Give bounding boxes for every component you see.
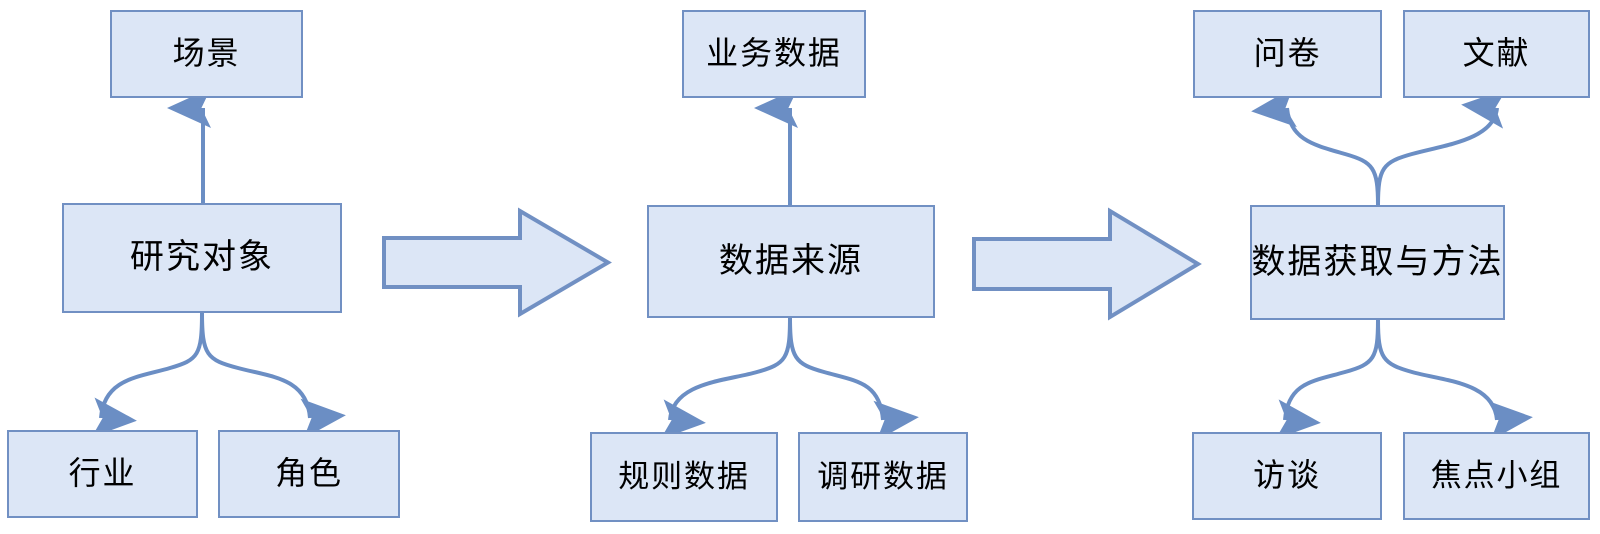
connector-data-source-to-rule-data (660, 317, 792, 440)
node-label: 场景 (172, 35, 241, 72)
node-research-subject[interactable]: 研究对象 (62, 203, 342, 313)
node-industry[interactable]: 行业 (7, 430, 198, 518)
node-rule-data[interactable]: 规则数据 (590, 432, 778, 522)
connector-data-acquisition-to-literature (1376, 88, 1507, 206)
node-interview[interactable]: 访谈 (1192, 432, 1382, 520)
node-scene[interactable]: 场景 (110, 10, 303, 98)
node-label: 数据来源 (718, 241, 864, 280)
node-label: 规则数据 (618, 458, 750, 494)
node-focus-group[interactable]: 焦点小组 (1403, 432, 1590, 520)
node-questionnaire[interactable]: 问卷 (1193, 10, 1382, 98)
node-label: 业务数据 (706, 35, 842, 72)
node-role[interactable]: 角色 (218, 430, 400, 518)
connector-data-acquisition-to-focus-group (1376, 319, 1533, 441)
node-label: 焦点小组 (1430, 457, 1563, 493)
connector-data-source-to-survey-data (788, 317, 919, 441)
connector-data-acquisition-to-questionnaire (1251, 87, 1380, 206)
node-label: 数据获取与方法 (1251, 242, 1504, 281)
node-label: 访谈 (1253, 457, 1321, 494)
node-label: 调研数据 (817, 458, 949, 494)
node-data-source[interactable]: 数据来源 (647, 205, 935, 318)
connector-research-subject-to-role (200, 312, 346, 439)
node-survey-data[interactable]: 调研数据 (798, 432, 968, 522)
node-label: 问卷 (1253, 35, 1322, 72)
node-label: 角色 (275, 455, 343, 492)
node-label: 研究对象 (129, 238, 275, 277)
connector-research-subject-to-industry (91, 312, 204, 438)
connector-data-acquisition-to-interview (1275, 319, 1380, 440)
node-label: 行业 (68, 455, 137, 492)
node-business-data[interactable]: 业务数据 (682, 10, 866, 98)
node-literature[interactable]: 文献 (1403, 10, 1590, 98)
stage-arrow-2 (972, 207, 1202, 321)
node-label: 文献 (1462, 35, 1531, 72)
stage-arrow-1 (382, 207, 612, 318)
node-data-acquisition[interactable]: 数据获取与方法 (1250, 205, 1505, 320)
